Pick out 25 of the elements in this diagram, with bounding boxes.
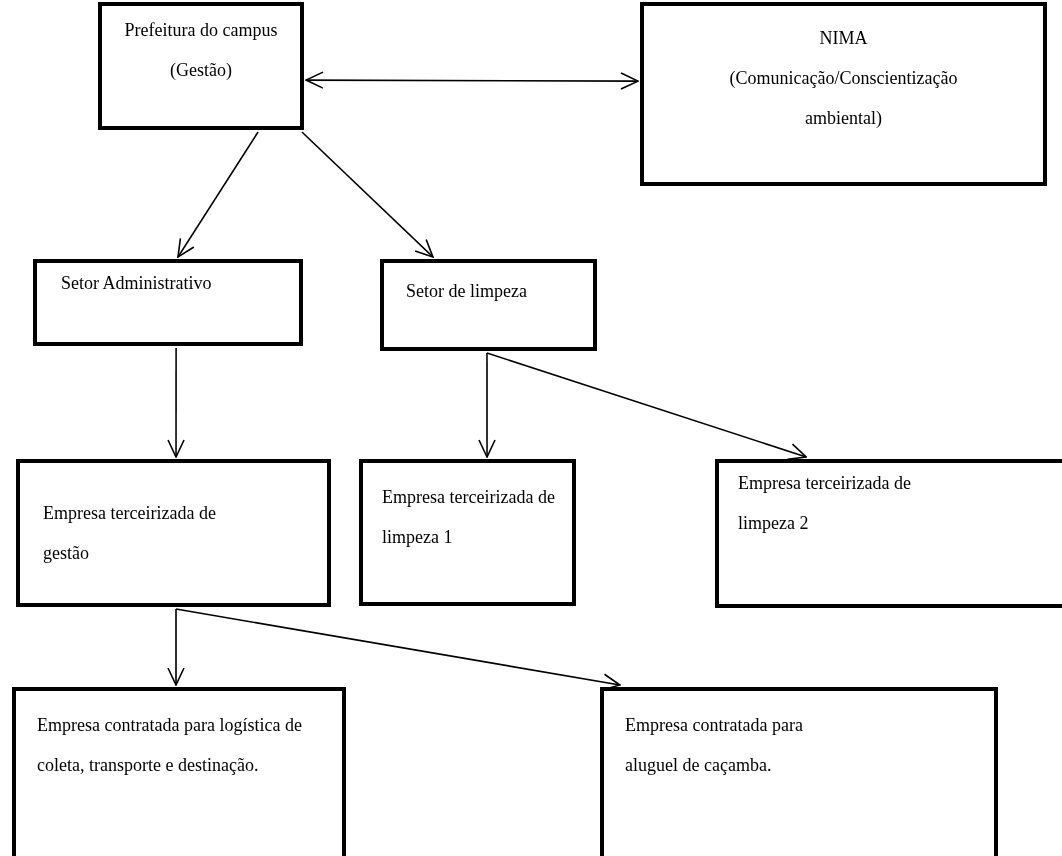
box-label: Prefeitura do campus (Gestão) (123, 19, 279, 82)
box-label: Empresa terceirizada de limpeza 2 (738, 472, 912, 535)
arrow (177, 131, 259, 258)
process-box (12, 687, 346, 856)
arrow (167, 347, 185, 458)
process-box (380, 259, 597, 351)
box-label: Empresa contratada para aluguel de caçamba. (625, 714, 804, 777)
arrow (167, 608, 185, 686)
process-box (359, 459, 576, 606)
box-label: Setor de limpeza (406, 280, 528, 303)
process-box (640, 2, 1047, 186)
process-box (16, 459, 331, 607)
box-label: Setor Administrativo (61, 272, 213, 295)
process-box (98, 2, 304, 130)
box-label: Empresa contratada para logística de coleta, transporte e destinação. (37, 714, 303, 777)
box-label: NIMA (Comunicação/Conscientização ambiental) (728, 27, 959, 130)
process-box (715, 459, 1062, 608)
box-label: Empresa terceirizada de limpeza 1 (382, 486, 556, 549)
box-label: Empresa terceirizada de gestão (43, 502, 217, 565)
arrow (486, 352, 807, 461)
arrow (301, 131, 434, 258)
arrow (305, 71, 639, 90)
process-box (600, 687, 998, 856)
process-box (33, 259, 303, 346)
arrow (478, 352, 496, 458)
